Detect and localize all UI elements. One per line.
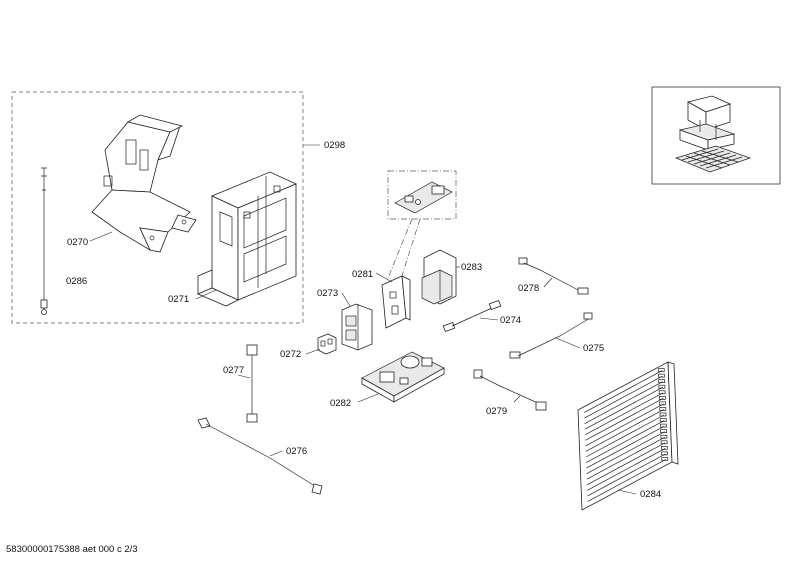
part-0283-transformer xyxy=(421,249,457,305)
grille-slat xyxy=(584,392,664,436)
grille-tab xyxy=(660,434,668,439)
grille-tab xyxy=(658,390,666,395)
label-0278: 0278 xyxy=(518,283,539,294)
part-0271-housing xyxy=(196,171,297,307)
grille-slat xyxy=(584,381,663,424)
part-0279-cable xyxy=(473,369,547,411)
part-0277-cable xyxy=(246,344,258,423)
grille-slat xyxy=(584,386,664,430)
label-0284: 0284 xyxy=(640,489,661,500)
label-0272: 0272 xyxy=(280,349,301,360)
grille-slat xyxy=(585,414,665,458)
label-0279: 0279 xyxy=(486,406,507,417)
part-0273-relay xyxy=(341,303,373,351)
assembly-boundary-0298 xyxy=(11,91,304,324)
label-0286: 0286 xyxy=(66,276,87,287)
part-0272-connector xyxy=(317,333,337,355)
label-0276: 0276 xyxy=(286,446,307,457)
part-0281-board xyxy=(381,170,457,329)
grille-slat xyxy=(587,453,666,497)
label-0298: 0298 xyxy=(324,140,345,151)
label-0271: 0271 xyxy=(168,294,189,305)
overview-inset xyxy=(651,86,781,185)
label-0283: 0283 xyxy=(461,262,482,273)
part-0278-cable xyxy=(518,257,589,295)
grille-slat xyxy=(585,398,664,441)
grille-tab xyxy=(660,445,668,450)
grille-slat xyxy=(586,420,665,463)
document-id: 58300000175388 aet 000 c 2/3 xyxy=(6,544,138,555)
grille-slat xyxy=(584,375,663,419)
part-0274-ribbon-cable xyxy=(442,299,502,333)
grille-tab xyxy=(659,401,666,406)
grille-tab xyxy=(661,457,669,461)
grille-slat xyxy=(586,436,666,480)
part-0282-power-board xyxy=(361,351,445,403)
label-0274: 0274 xyxy=(500,315,521,326)
grille-tab xyxy=(659,412,667,417)
part-0286-cable xyxy=(40,167,48,315)
label-0270: 0270 xyxy=(67,237,88,248)
grille-tab xyxy=(659,418,667,422)
grille-tab xyxy=(658,395,666,400)
grille-tab xyxy=(657,368,665,372)
grille-tab xyxy=(661,451,668,456)
grille-tab xyxy=(658,379,666,384)
grille-slat xyxy=(584,370,663,413)
part-0270-bracket xyxy=(91,114,197,253)
grille-tab xyxy=(658,373,665,378)
part-0276-cable xyxy=(197,417,323,495)
grille-slat xyxy=(586,442,666,486)
grille-slat xyxy=(587,459,666,502)
label-0273: 0273 xyxy=(317,288,338,299)
part-0275-cable xyxy=(509,312,593,359)
grille-tab xyxy=(660,440,668,445)
grille-tab xyxy=(658,384,666,389)
grille-slats xyxy=(584,368,669,502)
grille-slat xyxy=(586,431,665,474)
grille-slat xyxy=(585,409,664,452)
grille-slat xyxy=(586,425,665,469)
part-0284-grille-panel xyxy=(577,361,679,511)
label-0281: 0281 xyxy=(352,269,373,280)
grille-slat xyxy=(587,448,666,491)
label-0275: 0275 xyxy=(583,343,604,354)
grille-tab xyxy=(660,423,667,428)
grille-tab xyxy=(659,407,667,411)
label-0277: 0277 xyxy=(223,365,244,376)
grille-slat xyxy=(585,403,664,447)
grille-tab xyxy=(660,429,668,434)
label-0282: 0282 xyxy=(330,398,351,409)
